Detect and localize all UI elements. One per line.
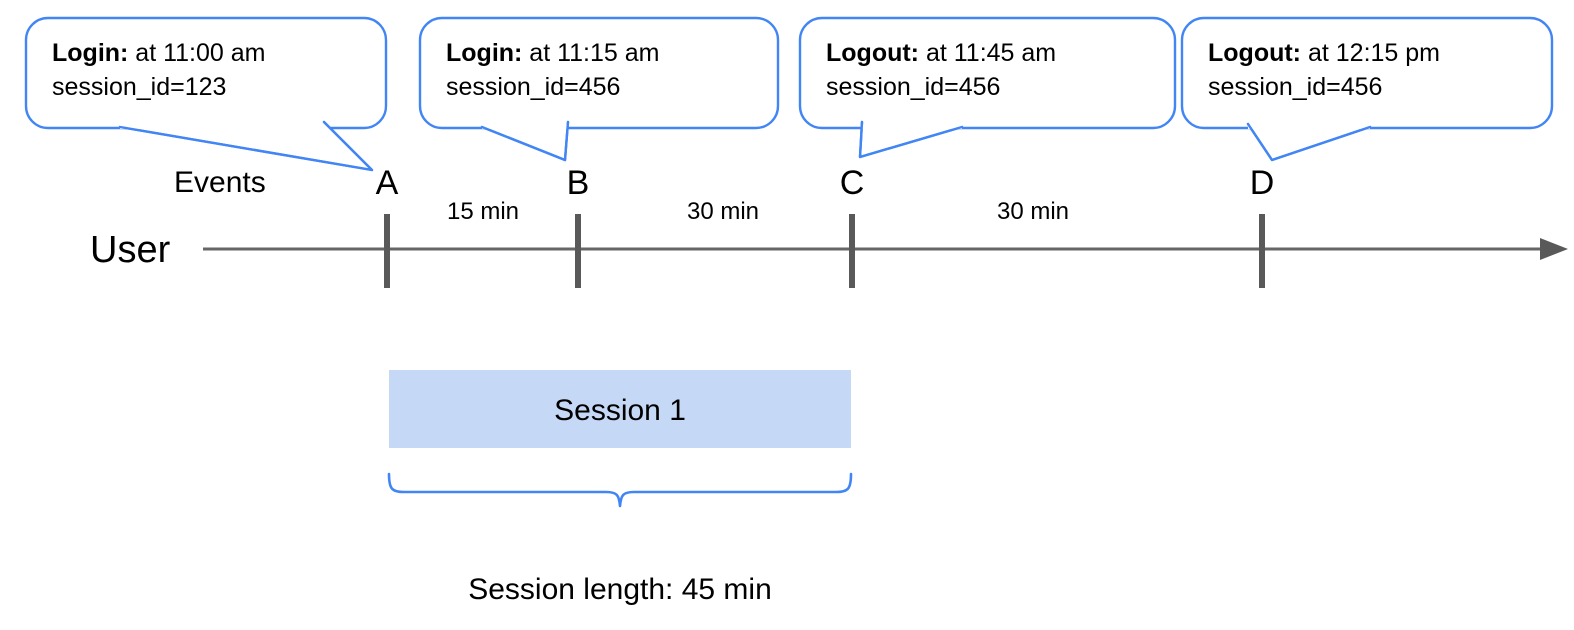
callout-lead-1: Login: — [52, 39, 129, 67]
callout-text-4: Logout: at 12:15 pm session_id=456 — [1208, 36, 1440, 104]
event-label-a: A — [375, 164, 399, 202]
duration-label-b-c: 30 min — [686, 198, 760, 225]
callout-line2-2: session_id=456 — [446, 73, 621, 101]
callout-text-2: Login: at 11:15 am session_id=456 — [446, 36, 659, 104]
callout-line2-3: session_id=456 — [826, 73, 1001, 101]
callout-tail-outline-3 — [858, 120, 964, 159]
callout-rest-2: at 11:15 am — [522, 39, 660, 67]
events-row-label: Events — [174, 166, 266, 199]
callout-tail-4 — [1246, 122, 1372, 162]
callout-body-2 — [418, 16, 780, 130]
callout-line1-2: Login: at 11:15 am — [446, 36, 659, 70]
callout-text-3: Logout: at 11:45 am session_id=456 — [826, 36, 1056, 104]
timeline-ticks — [384, 214, 1265, 288]
session-bar[interactable] — [389, 370, 851, 448]
session-bar-label: Session 1 — [554, 394, 686, 427]
timeline-arrowhead-icon — [1540, 238, 1568, 260]
callout-rest-4: at 12:15 pm — [1301, 39, 1440, 67]
event-label-d: D — [1249, 164, 1275, 202]
callout-bubble-1[interactable] — [24, 16, 388, 172]
callout-tail-outline-4 — [1246, 122, 1372, 162]
callout-line2-1: session_id=123 — [52, 73, 227, 101]
duration-label-a-b: 15 min — [446, 198, 520, 225]
callout-body-3 — [798, 16, 1177, 130]
callout-line1-1: Login: at 11:00 am — [52, 36, 265, 70]
callout-bubble-2[interactable] — [418, 16, 780, 162]
session-length-caption: Session length: 45 min — [468, 573, 772, 606]
callout-bubble-4[interactable] — [1180, 16, 1554, 162]
event-label-c: C — [839, 164, 865, 202]
user-lane-label: User — [90, 229, 171, 271]
event-label-b: B — [566, 164, 590, 202]
callout-tail-outline-2 — [480, 120, 570, 162]
callout-tail-outline-1 — [118, 120, 374, 172]
duration-label-c-d: 30 min — [996, 198, 1070, 225]
callout-line1-3: Logout: at 11:45 am — [826, 36, 1056, 70]
callout-text-1: Login: at 11:00 am session_id=123 — [52, 36, 265, 104]
callout-rest-3: at 11:45 am — [919, 39, 1057, 67]
callout-rest-1: at 11:00 am — [128, 39, 266, 67]
session-brace — [387, 472, 853, 508]
callout-line2-4: session_id=456 — [1208, 73, 1383, 101]
callout-line1-4: Logout: at 12:15 pm — [1208, 36, 1440, 70]
callout-lead-2: Login: — [446, 39, 523, 67]
callout-lead-4: Logout: — [1208, 39, 1302, 67]
timeline-axis — [203, 238, 1568, 260]
callout-lead-3: Logout: — [826, 39, 920, 67]
callout-bubble-3[interactable] — [798, 16, 1177, 159]
